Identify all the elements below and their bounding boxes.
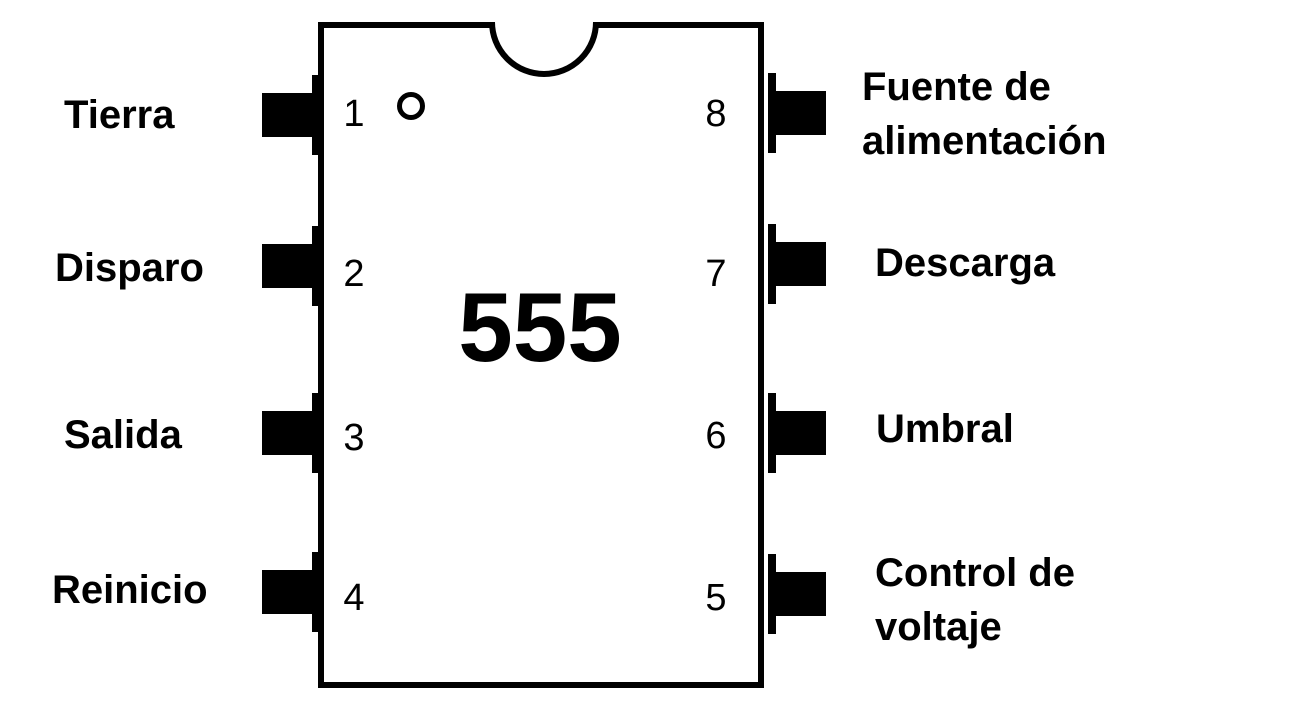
pin-3-number: 3 (343, 417, 365, 459)
pin-6-lead (768, 393, 826, 473)
chip-label: 555 (458, 272, 622, 382)
pin-2-lead (262, 226, 320, 306)
pin-5-label: Control de voltaje (875, 551, 1075, 649)
pin-6-label: Umbral (876, 407, 1014, 451)
pin-8-number: 8 (705, 93, 727, 135)
pin-8-lead (768, 73, 826, 153)
pin-7-label: Descarga (875, 241, 1056, 285)
pin-2-label: Disparo (55, 246, 204, 290)
chip-body (318, 22, 764, 688)
pin-1-label: Tierra (64, 93, 175, 137)
pin-2-number: 2 (343, 253, 365, 295)
pin1-indicator-dot (397, 92, 425, 120)
pin-3-lead (262, 393, 320, 473)
pin-7-lead (768, 224, 826, 304)
pin-4-lead (262, 552, 320, 632)
orientation-notch (489, 22, 599, 77)
pin-5-number: 5 (705, 577, 727, 619)
pin-7-number: 7 (705, 253, 727, 295)
pin-4-number: 4 (343, 577, 365, 619)
pin-3-label: Salida (64, 413, 182, 457)
pin-5-lead (768, 554, 826, 634)
pin-6-number: 6 (705, 415, 727, 457)
pin-8-label: Fuente de alimentación (862, 65, 1107, 163)
pin-4-label: Reinicio (52, 568, 208, 612)
pin-1-lead (262, 75, 320, 155)
pin-1-number: 1 (343, 93, 365, 135)
